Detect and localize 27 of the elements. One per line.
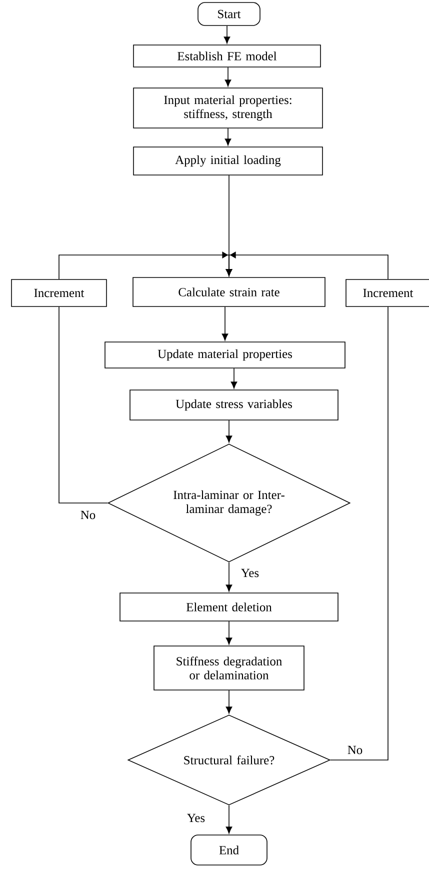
process-box: Calculate strain rate [132,277,326,307]
edge-label: Yes [240,568,260,578]
edge-label: No [346,744,364,756]
arrow [226,562,232,592]
process-box: Apply initial loading [133,146,323,176]
terminal-box: End [190,834,268,866]
arrow [230,368,238,389]
process-box: Stiffness degradation or delamination [154,646,304,690]
edge-label: Yes [186,812,206,824]
process-box: Update material properties [104,342,346,368]
arrow [224,67,232,87]
process-box: Element deletion [120,592,338,622]
edge-label: No [79,510,97,520]
arrow [224,26,230,44]
arrow [222,306,228,341]
arrow [226,420,232,443]
arrow [226,621,232,645]
arrow [226,690,232,714]
process-box: Increment [11,279,107,307]
arrow [226,805,232,834]
terminal-box: Start [198,2,260,26]
process-box: Input material properties: stiffness, strength [133,88,323,128]
process-box: Establish FE model [133,44,321,68]
arrow [224,128,232,146]
process-box: Increment [346,279,429,307]
process-box: Update stress variables [130,390,338,420]
arrow [226,252,388,280]
